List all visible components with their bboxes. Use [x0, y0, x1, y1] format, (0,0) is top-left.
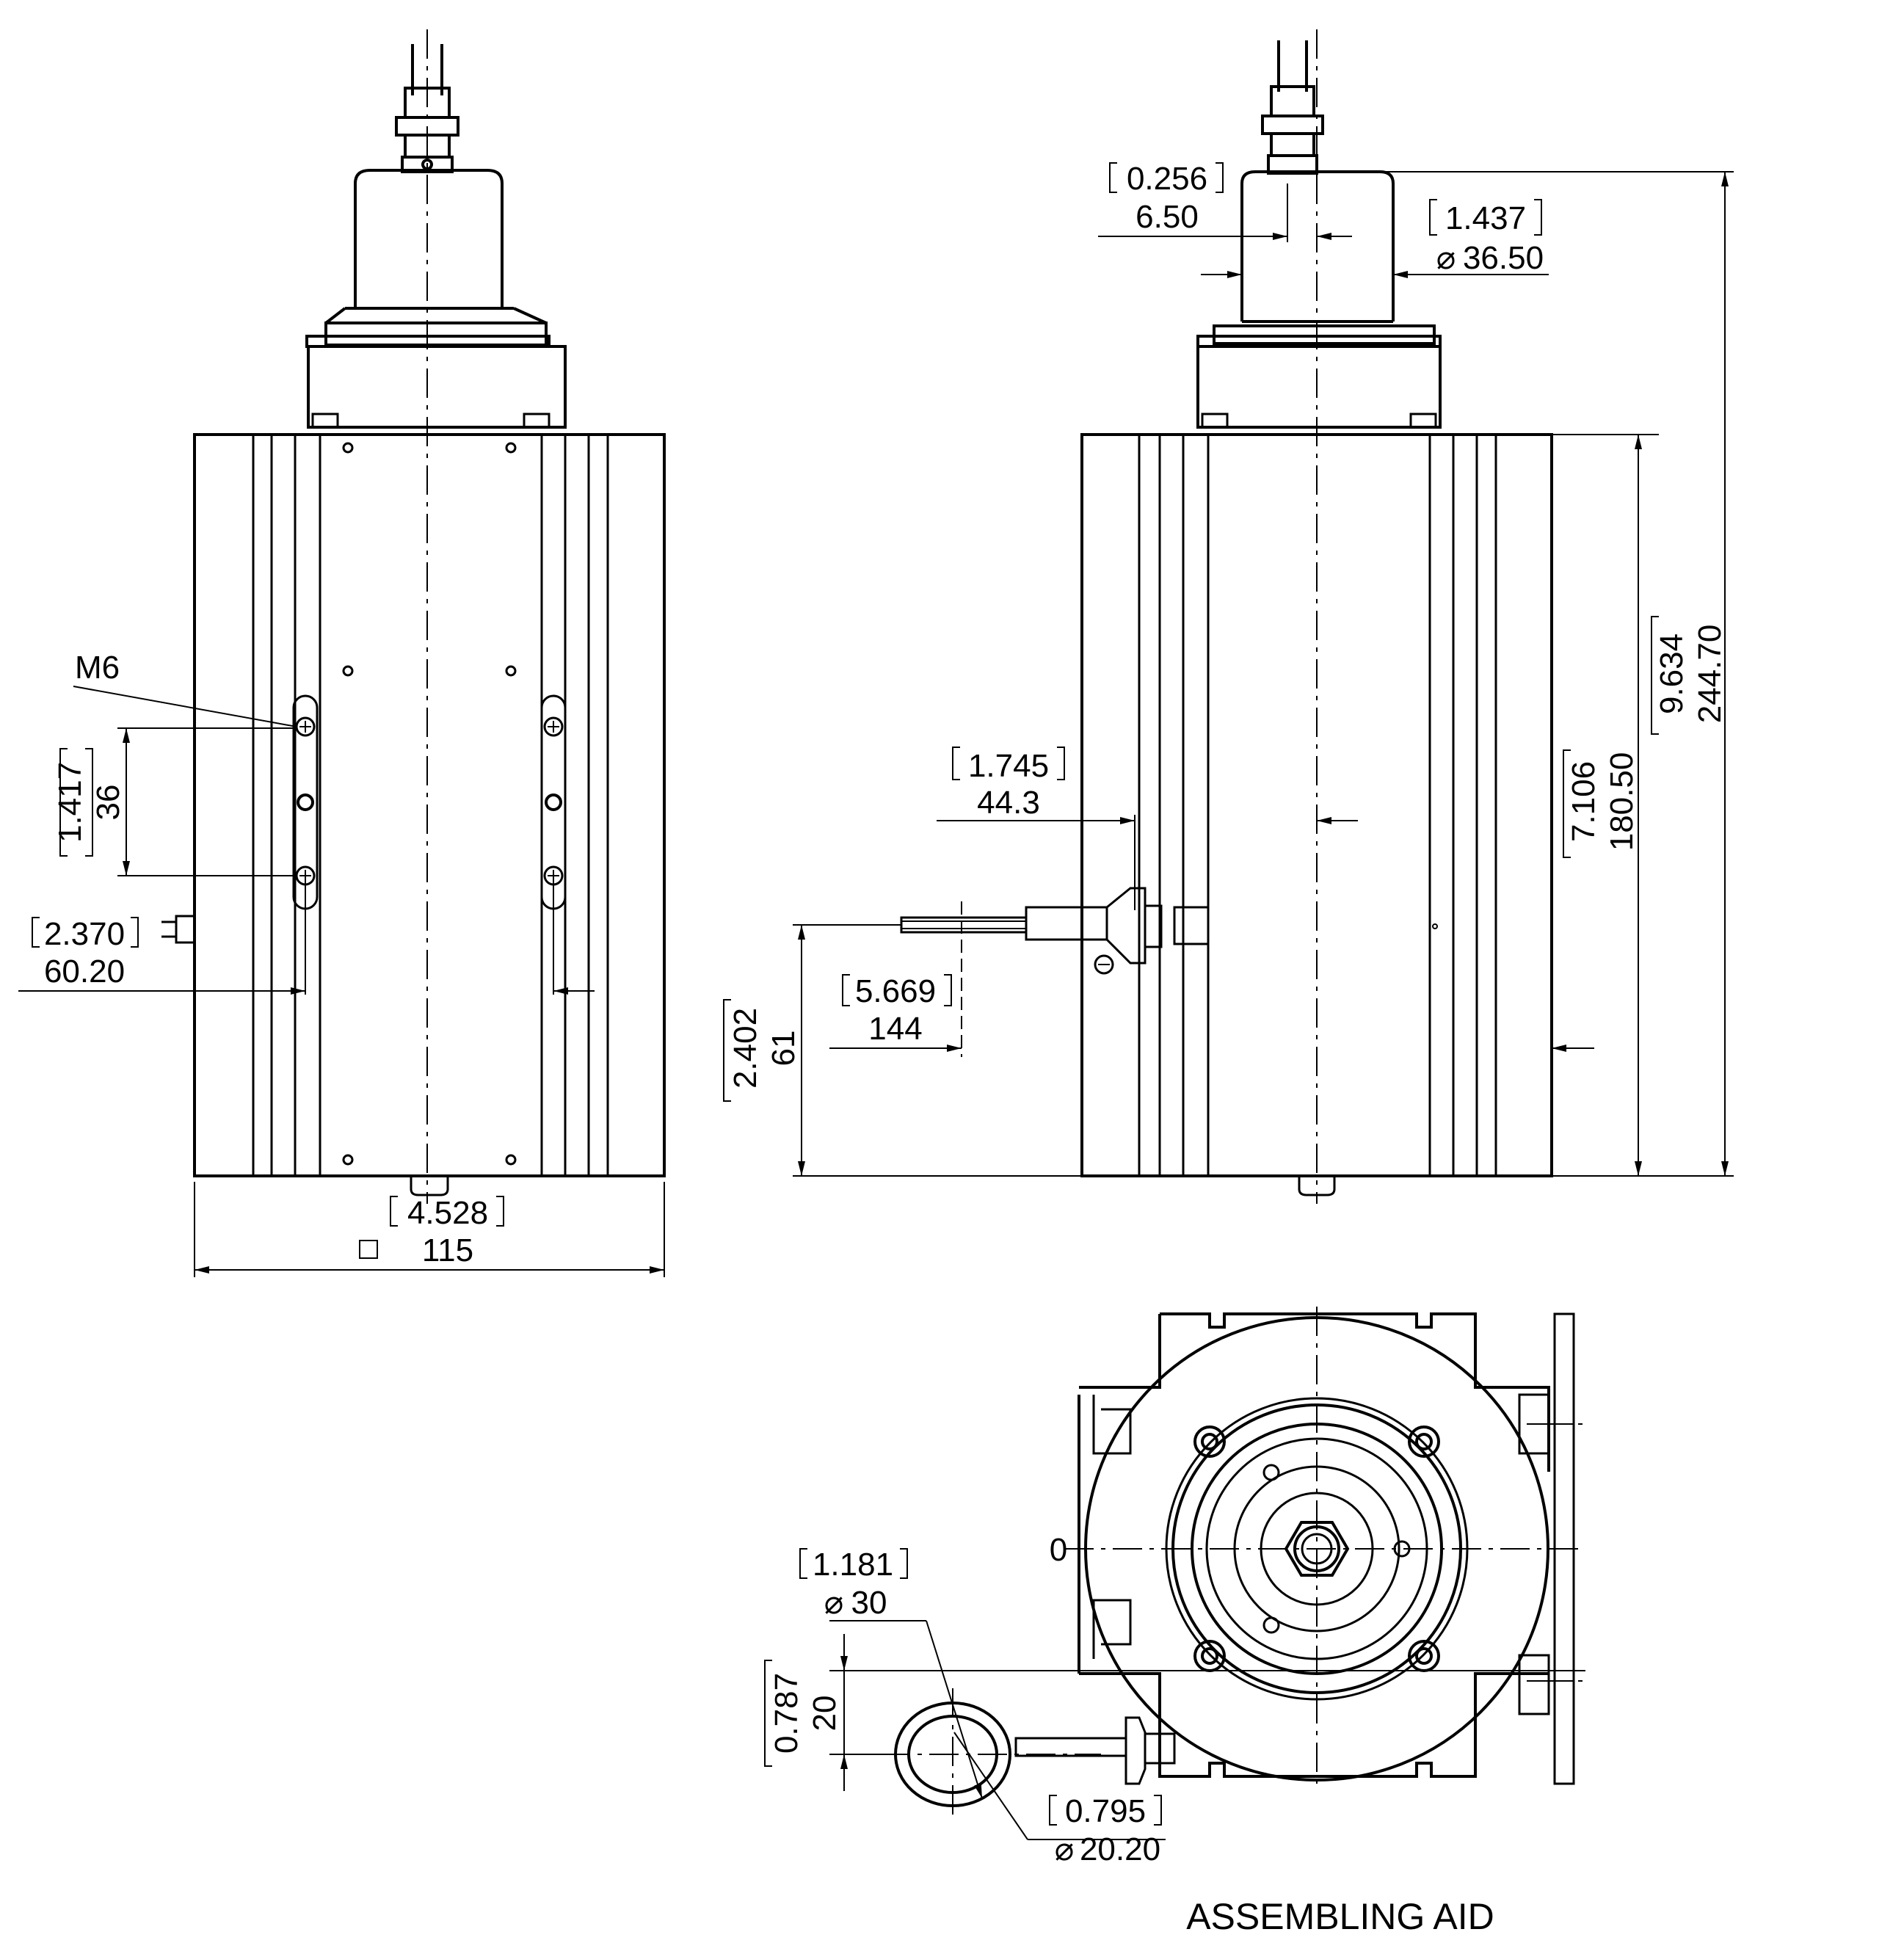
reach-mm: 144	[868, 1011, 922, 1047]
offset-mm: 44.3	[977, 785, 1040, 821]
front-view	[161, 29, 666, 1204]
eye-diameter-inch: 1.181	[813, 1547, 893, 1583]
hole-diameter-inch: 0.795	[1065, 1793, 1146, 1829]
body-height-inch: 7.106	[1566, 761, 1602, 842]
aid-height-inch: 2.402	[727, 1008, 763, 1089]
aid-offset-mm: 20	[807, 1696, 843, 1732]
diameter-symbol: ⌀	[1436, 240, 1456, 276]
reach-inch: 5.669	[855, 973, 936, 1009]
slot-pitch-mm: 36	[90, 785, 126, 821]
hole-diameter-mm: 20.20	[1080, 1831, 1160, 1867]
offset-inch: 1.745	[968, 748, 1049, 784]
dim-a-mm: 6.50	[1136, 199, 1199, 235]
zero-label: 0	[1050, 1532, 1067, 1568]
side-dimensions: 0.256 6.50 1.437 ⌀ 36.50 9.634 244.70 7.…	[723, 161, 1734, 1177]
body-height-mm: 180.50	[1604, 752, 1640, 851]
side-view	[900, 29, 1553, 1204]
cap-diameter-inch: 1.437	[1445, 200, 1526, 236]
cap-diameter-mm: 36.50	[1463, 240, 1544, 276]
thread-label: M6	[75, 650, 120, 686]
front-dimensions: M6 1.417 36 2.370 60.20 4.528 115	[18, 650, 665, 1277]
total-height-inch: 9.634	[1654, 633, 1690, 714]
slot-pitch-inch: 1.417	[52, 762, 88, 843]
eye-diameter-symbol: ⌀	[824, 1585, 844, 1621]
top-dimensions: 0 1.181 ⌀ 30 0.787 20 0.795 ⌀ 20.20 ASSE…	[764, 1532, 1585, 1937]
width-inch: 4.528	[407, 1195, 488, 1231]
width-mm: 115	[422, 1232, 473, 1268]
aid-offset-inch: 0.787	[768, 1673, 804, 1754]
aid-height-mm: 61	[766, 1031, 802, 1067]
hole-diameter-symbol: ⌀	[1055, 1831, 1075, 1867]
slot-spacing-mm: 60.20	[44, 954, 125, 989]
eye-diameter-mm: 30	[851, 1585, 887, 1621]
assembling-aid-caption: ASSEMBLING AID	[1186, 1896, 1494, 1937]
slot-spacing-inch: 2.370	[44, 916, 125, 952]
total-height-mm: 244.70	[1692, 625, 1728, 724]
dim-a-inch: 0.256	[1127, 161, 1207, 197]
top-view	[881, 1307, 1585, 1820]
square-symbol	[359, 1240, 378, 1259]
